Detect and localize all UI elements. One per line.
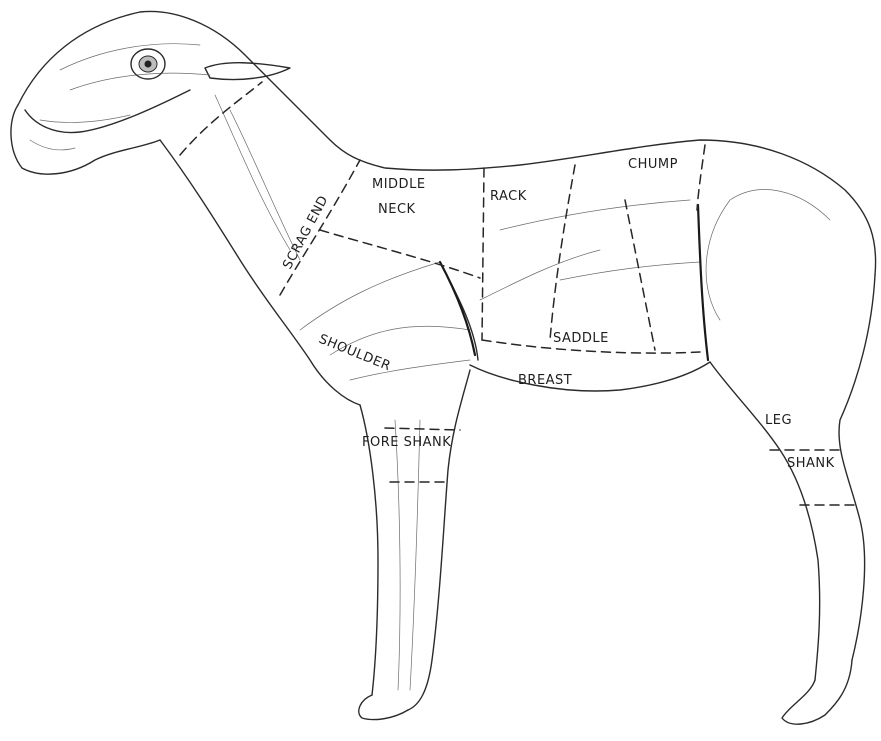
- label-middle: MIDDLE: [372, 177, 426, 192]
- eye-icon: [131, 49, 165, 79]
- label-saddle: SADDLE: [553, 331, 609, 346]
- label-fore-shank: FORE SHANK: [362, 435, 451, 450]
- label-leg: LEG: [765, 413, 792, 428]
- label-chump: CHUMP: [628, 157, 678, 172]
- label-scrag-end: SCRAG END: [280, 193, 331, 272]
- label-shank: SHANK: [787, 456, 835, 471]
- label-shoulder: SHOULDER: [317, 332, 393, 374]
- cut-labels: MIDDLE NECK SCRAG END RACK CHUMP SADDLE …: [280, 157, 834, 471]
- label-neck: NECK: [378, 202, 416, 217]
- lamb-outline: [11, 11, 876, 724]
- label-breast: BREAST: [518, 373, 572, 388]
- label-rack: RACK: [490, 189, 527, 204]
